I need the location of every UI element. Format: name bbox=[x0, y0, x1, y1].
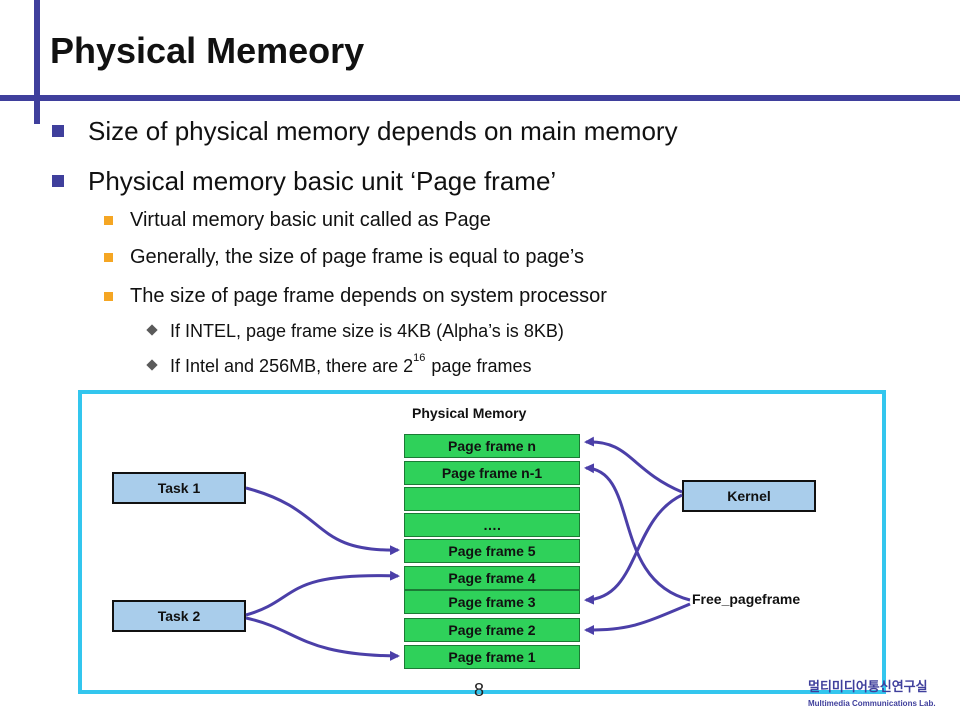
square-bullet-icon bbox=[52, 125, 64, 137]
lab-logo: 멀티미디어통신연구실 Multimedia Communications Lab… bbox=[808, 676, 960, 708]
arrow-task2-frame4 bbox=[245, 570, 400, 617]
bullet-text-after: page frames bbox=[431, 356, 532, 376]
page-frame: Page frame 2 bbox=[404, 618, 580, 642]
logo-english: Multimedia Communications Lab. bbox=[808, 699, 936, 708]
page-frame: Page frame 1 bbox=[404, 645, 580, 669]
page-frame: Page frame 4 bbox=[404, 566, 580, 590]
horizontal-accent-bar bbox=[0, 95, 960, 101]
bullet-text: Virtual memory basic unit called as Page bbox=[130, 209, 491, 231]
slide-title: Physical Memeory bbox=[50, 30, 365, 71]
bullet-text-before: If Intel and 256MB, there are 2 bbox=[170, 356, 414, 376]
page-frame: Page frame n bbox=[404, 434, 580, 458]
page-number: 8 bbox=[474, 680, 485, 700]
task1-box: Task 1 bbox=[112, 472, 246, 504]
page-frame: Page frame 3 bbox=[404, 590, 580, 614]
diagram-frame bbox=[78, 390, 886, 694]
square-bullet-icon bbox=[104, 253, 113, 262]
bullet-text: Physical memory basic unit ‘Page frame’ bbox=[88, 166, 557, 196]
page-frame bbox=[404, 487, 580, 511]
arrow-task2-frame1 bbox=[245, 616, 400, 661]
arrow-free-frame2 bbox=[584, 602, 691, 635]
bullet-text: Generally, the size of page frame is equ… bbox=[130, 246, 584, 268]
free-pageframe-label: Free_pageframe bbox=[692, 591, 801, 607]
bullet-text: If Intel and 256MB, there are 216 page f… bbox=[170, 352, 532, 377]
bullet-text: The size of page frame depends on system… bbox=[130, 285, 607, 307]
square-bullet-icon bbox=[104, 292, 113, 301]
vertical-accent-bar bbox=[34, 0, 40, 124]
arrow-kernel-framen bbox=[584, 436, 683, 494]
page-frame: …. bbox=[404, 513, 580, 537]
bullet-text: Size of physical memory depends on main … bbox=[88, 116, 678, 146]
arrow-kernel-frame3 bbox=[584, 493, 683, 605]
kernel-box: Kernel bbox=[682, 480, 816, 512]
page-frame: Page frame 5 bbox=[404, 539, 580, 563]
task2-box: Task 2 bbox=[112, 600, 246, 632]
square-bullet-icon bbox=[104, 216, 113, 225]
logo-korean: 멀티미디어통신연구실 bbox=[808, 679, 928, 694]
arrow-free-framen1 bbox=[584, 463, 691, 602]
square-bullet-icon bbox=[52, 175, 64, 187]
exponent: 16 bbox=[413, 352, 426, 364]
arrow-task1-frame5 bbox=[245, 486, 400, 556]
page-frame: Page frame n-1 bbox=[404, 461, 580, 485]
bullet-text: If INTEL, page frame size is 4KB (Alpha’… bbox=[170, 321, 564, 341]
diagram-title: Physical Memory bbox=[412, 405, 527, 421]
